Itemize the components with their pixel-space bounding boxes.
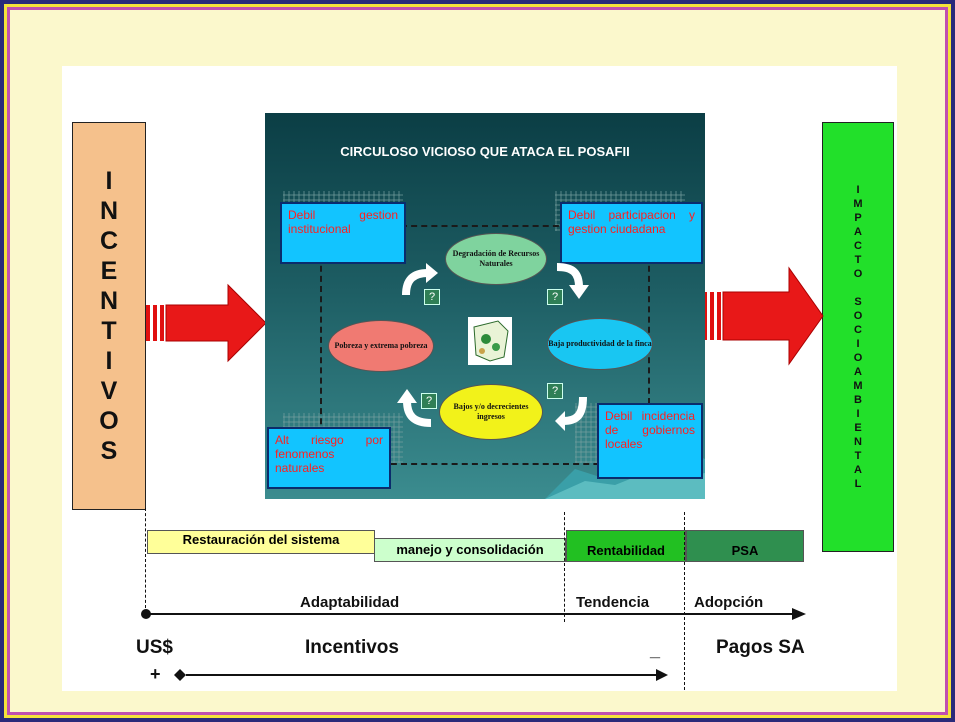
label-adopcion: Adopción — [694, 594, 764, 611]
label-minus: _ — [650, 640, 661, 660]
phase-psa: PSA — [686, 530, 804, 562]
question-icon: ? — [424, 289, 440, 305]
divider-line — [564, 512, 565, 622]
impacto-letter: T — [854, 254, 862, 266]
incentivos-letter: V — [100, 377, 118, 405]
impacto-letter: A — [854, 226, 862, 238]
label-plus: + — [150, 664, 161, 684]
incentivos-letter: I — [105, 347, 113, 375]
impacto-letter: L — [854, 478, 862, 490]
divider-line — [145, 508, 146, 608]
divider-line — [684, 512, 685, 690]
impacto-letter: O — [853, 310, 863, 322]
ellipse-degradacion: Degradación de Recursos Naturales — [445, 233, 547, 285]
impacto-letter: C — [854, 324, 862, 336]
incentivos-letter: T — [101, 317, 117, 345]
impacto-letter: A — [854, 464, 862, 476]
impacto-letter: M — [853, 380, 863, 392]
impacto-letter: A — [854, 366, 862, 378]
impacto-letter: I — [856, 184, 860, 196]
impacto-letter — [856, 281, 859, 295]
left-arrow-icon — [146, 283, 267, 363]
curved-arrow-icon — [402, 263, 438, 296]
node-debil-incidencia: Debil incidencia de gobiernos locales — [597, 403, 703, 479]
map-icon — [468, 317, 512, 365]
curved-arrow-icon — [556, 263, 589, 299]
right-arrow-icon — [703, 266, 824, 366]
curved-arrow-icon — [555, 396, 587, 431]
phase-rentabilidad: Rentabilidad — [566, 530, 686, 562]
diagram-title: CIRCULOSO VICIOSO QUE ATACA EL POSAFII — [340, 144, 630, 159]
label-incentivos: Incentivos — [305, 637, 399, 658]
impacto-letter: I — [856, 408, 860, 420]
incentivos-letter: C — [99, 227, 119, 255]
node-alt-riesgo: Alt riesgo por fenomenos naturales — [267, 427, 391, 489]
impacto-letter: O — [853, 268, 863, 280]
impacto-letter: M — [853, 198, 863, 210]
label-tendencia: Tendencia — [576, 594, 650, 611]
ellipse-pobreza: Pobreza y extrema pobreza — [328, 320, 434, 372]
question-icon: ? — [547, 289, 563, 305]
incentivos-letter: I — [105, 167, 113, 195]
label-pagos-sa: Pagos SA — [716, 637, 805, 658]
impacto-letter: B — [854, 394, 862, 406]
vicious-circle-diagram: CIRCULOSO VICIOSO QUE ATACA EL POSAFII D… — [265, 113, 705, 499]
phase-manejo: manejo y consolidación — [374, 538, 566, 562]
node-debil-participacion: Debil participacion y gestion ciudadana — [560, 202, 703, 264]
impacto-letter: T — [854, 450, 862, 462]
impacto-letter: I — [856, 338, 860, 350]
ellipse-baja-productividad: Baja productividad de la finca — [547, 318, 653, 370]
incentivos-letter: O — [99, 407, 119, 435]
impacto-letter: O — [853, 352, 863, 364]
impacto-letter: P — [854, 212, 862, 224]
impacto-letter: C — [854, 240, 862, 252]
ellipse-bajos-ingresos: Bajos y/o decrecientes ingresos — [439, 384, 543, 440]
incentivos-letter: S — [100, 437, 118, 465]
question-icon: ? — [421, 393, 437, 409]
incentive-scale-arrow-icon — [174, 669, 668, 681]
phase-restauracion: Restauración del sistema — [147, 530, 375, 554]
incentivos-letter: N — [99, 197, 119, 225]
impacto-letter: N — [854, 436, 862, 448]
label-currency: US$ — [136, 637, 173, 658]
question-icon: ? — [547, 383, 563, 399]
impacto-letter: E — [854, 422, 862, 434]
incentivos-letter: E — [100, 257, 118, 285]
incentivos-letter: N — [99, 287, 119, 315]
label-adaptabilidad: Adaptabilidad — [300, 594, 400, 611]
timeline-arrow-icon — [141, 608, 806, 620]
impacto-letter: S — [854, 296, 862, 308]
node-debil-gestion-institucional: Debil gestion institucional — [280, 202, 406, 264]
curved-arrow-icon — [397, 389, 432, 427]
